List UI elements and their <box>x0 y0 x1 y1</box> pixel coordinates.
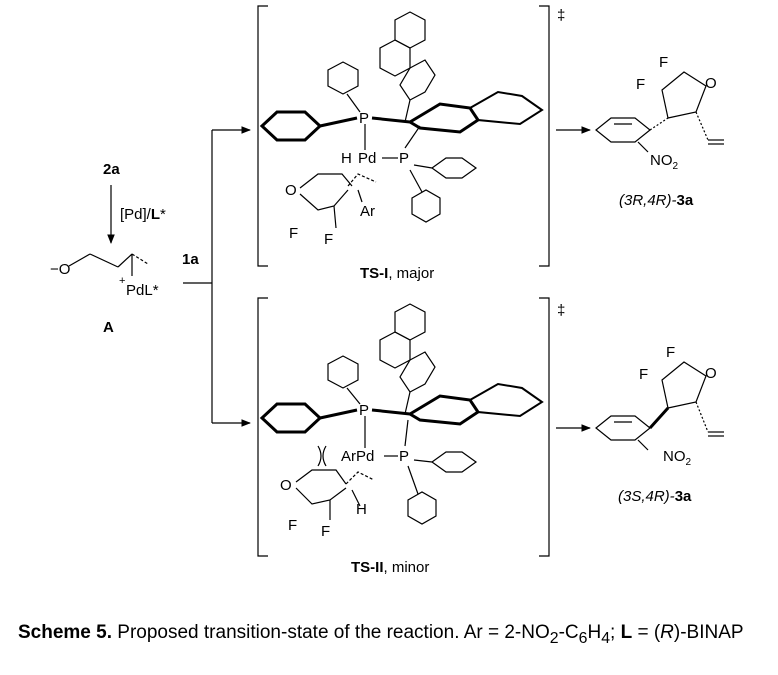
ts2-dagger: ‡ <box>557 302 566 319</box>
intermediate-pd: PdL* <box>126 282 159 299</box>
product2-f1: F <box>666 344 676 361</box>
caption-text5: = ( <box>632 622 661 643</box>
reaction-scheme <box>68 5 724 557</box>
ts1-p1: P <box>359 110 370 127</box>
caption-text2: -C <box>558 622 579 643</box>
product1-compound: 3a <box>676 192 694 209</box>
ts1-label-bold: TS-I <box>360 265 389 282</box>
branch-arrows <box>183 126 251 427</box>
ts2-p2: P <box>399 448 410 465</box>
intermediate-plus: + <box>119 275 126 287</box>
ts1-brackets <box>257 5 550 267</box>
ts1-ar: Ar <box>360 203 375 220</box>
ts2-o: O <box>280 477 292 494</box>
ts1-pd: Pd <box>358 150 377 167</box>
product2-o: O <box>705 365 717 382</box>
intermediate-label: A <box>103 319 114 336</box>
ts2-label: TS-II, minor <box>351 560 429 575</box>
ts2-label-bold: TS-II <box>351 559 384 576</box>
ts1-f1: F <box>289 225 299 242</box>
product1-no: NO <box>650 152 673 169</box>
pd-catalyst-prefix: [Pd]/ <box>120 206 151 223</box>
pd-catalyst-ligand: L <box>150 206 161 223</box>
ts1-p2: P <box>399 150 410 167</box>
product1-label: (3R,4R)-3a <box>619 193 693 208</box>
ts2-p1: P <box>359 402 370 419</box>
caption-text3: H <box>587 622 602 643</box>
ts1-o: O <box>285 182 297 199</box>
product1-f1: F <box>659 54 669 71</box>
ts1-label: TS-I, major <box>360 266 434 281</box>
ts1-dagger: ‡ <box>557 7 566 24</box>
caption-sub1: 2 <box>549 629 559 647</box>
intermediate-anion: −O <box>50 261 71 278</box>
ts2-f2: F <box>321 523 331 540</box>
ts2-label-rest: , minor <box>383 559 430 576</box>
product1-no2: NO2 <box>650 153 678 172</box>
ts1-structure <box>259 11 544 229</box>
ts1-h: H <box>341 150 352 167</box>
product1-f2: F <box>636 76 646 93</box>
caption-text6: )-BINAP <box>673 622 744 643</box>
caption-r: R <box>660 622 674 643</box>
ts2-f1: F <box>288 517 298 534</box>
product1-stereo: (3R,4R)- <box>619 192 677 209</box>
intermediate-a-structure <box>68 253 149 276</box>
caption-prefix: Scheme 5. <box>18 622 112 643</box>
pd-catalyst-label: [Pd]/L* <box>120 207 166 222</box>
caption-sub3: 4 <box>601 629 610 647</box>
product1-no-sub: 2 <box>672 161 679 172</box>
product1-structure <box>595 71 724 153</box>
caption-ligand: L <box>620 622 633 643</box>
product2-f2: F <box>639 366 649 383</box>
product2-no-sub: 2 <box>685 457 692 468</box>
ts1-label-rest: , major <box>388 265 435 282</box>
reagent-1a: 1a <box>182 251 199 268</box>
product2-compound: 3a <box>674 488 692 505</box>
ts2-arpd: ArPd <box>341 448 375 465</box>
reagent-2a: 2a <box>103 161 120 178</box>
product2-stereo: (3S,4R)- <box>618 488 675 505</box>
caption-text4: ; <box>610 622 621 643</box>
ts1-f2: F <box>324 231 334 248</box>
product2-label: (3S,4R)-3a <box>618 489 691 504</box>
product2-no: NO <box>663 448 686 465</box>
product2-no2: NO2 <box>663 449 691 468</box>
scheme-caption: Scheme 5. Proposed transition-state of t… <box>18 621 763 651</box>
ts2-structure <box>259 303 544 525</box>
product2-structure <box>595 361 724 451</box>
ts2-h: H <box>356 501 367 518</box>
ts2-brackets <box>257 297 550 557</box>
product1-o: O <box>705 75 717 92</box>
caption-sub2: 6 <box>578 629 588 647</box>
caption-text1: Proposed transition-state of the reactio… <box>112 622 550 643</box>
pd-catalyst-star: * <box>160 206 166 223</box>
